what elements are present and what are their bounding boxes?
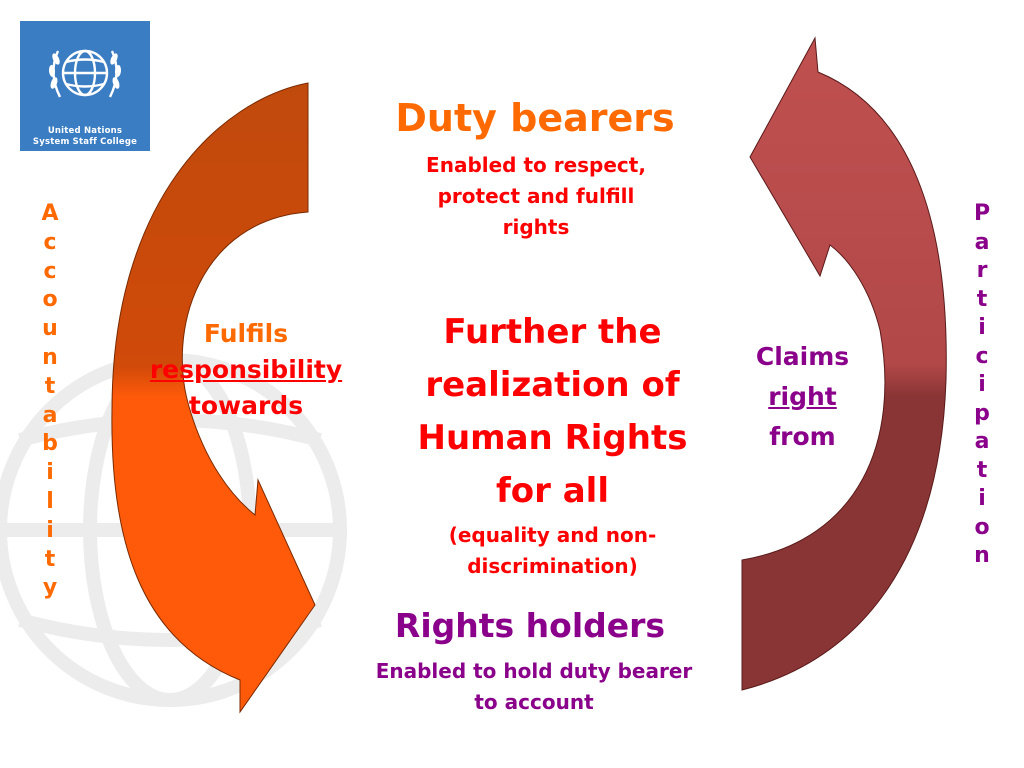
left-curved-arrow: [111, 82, 316, 714]
rights-holders-title: Rights holders: [394, 606, 666, 645]
participation-letter: p: [974, 400, 990, 426]
participation-letter: a: [974, 229, 990, 255]
accountability-letter: i: [46, 517, 54, 543]
accountability-letter: n: [42, 344, 58, 370]
central-subtitle-line: (equality and non-: [448, 523, 657, 547]
accountability-letter: c: [43, 229, 57, 255]
un-logo: United Nations System Staff College: [20, 21, 150, 151]
accountability-letter: o: [42, 287, 58, 313]
accountability-letter: a: [42, 402, 58, 428]
accountability-letter: y: [42, 575, 58, 601]
participation-letter: r: [976, 258, 988, 283]
participation-letter: t: [976, 457, 988, 483]
duty-subtitle-line: protect and fulfill: [437, 184, 635, 208]
participation-letter: n: [974, 543, 990, 568]
claims-right-label: Claims right from: [740, 337, 865, 457]
accountability-letter: i: [46, 460, 54, 486]
rights-subtitle-line: Enabled to hold duty bearer: [375, 659, 693, 683]
rights-holders-subtitle: Enabled to hold duty bearer to account: [348, 656, 720, 718]
central-goal-line: Further the: [443, 312, 662, 352]
central-goal-subtitle: (equality and non- discrimination): [410, 520, 695, 582]
accountability-letter: t: [44, 546, 56, 572]
fulfils-line2: responsibility: [149, 355, 343, 384]
participation-letter: i: [978, 486, 986, 511]
duty-bearers-title: Duty bearers: [395, 96, 675, 140]
participation-letter: a: [974, 429, 990, 454]
accountability-letter: A: [41, 201, 59, 226]
participation-letter: i: [978, 372, 986, 397]
central-goal-line: Human Rights: [417, 418, 688, 458]
right-curved-arrow: [741, 36, 947, 691]
fulfils-responsibility-label: Fulfils responsibility towards: [130, 316, 362, 424]
accountability-letter: b: [42, 431, 58, 457]
central-goal-line: realization of: [425, 365, 680, 405]
participation-letter: c: [975, 343, 989, 369]
logo-org-line1: United Nations: [47, 126, 123, 136]
accountability-letter: u: [42, 316, 58, 342]
fulfils-line3: towards: [188, 391, 304, 420]
fulfils-line1: Fulfils: [203, 319, 289, 348]
claims-line1: Claims: [755, 342, 850, 371]
participation-letter: i: [978, 315, 986, 340]
participation-letter: P: [973, 201, 991, 226]
un-emblem-icon: [48, 49, 122, 98]
duty-bearers-subtitle: Enabled to respect, protect and fulfill …: [400, 150, 672, 243]
rights-subtitle-line: to account: [474, 690, 594, 714]
claims-line3: from: [769, 422, 836, 451]
central-goal-title: Further the realization of Human Rights …: [380, 306, 725, 518]
accountability-letter: c: [43, 258, 57, 284]
logo-org-line2: System Staff College: [32, 137, 138, 147]
accountability-letter: t: [44, 373, 56, 399]
central-subtitle-line: discrimination): [467, 554, 638, 578]
claims-line2: right: [768, 382, 837, 411]
duty-subtitle-line: Enabled to respect,: [426, 153, 646, 177]
participation-letter: t: [976, 286, 988, 312]
duty-subtitle-line: rights: [502, 215, 570, 239]
participation-letter: o: [974, 514, 990, 540]
accountability-letter: l: [46, 488, 54, 514]
central-goal-line: for all: [495, 471, 609, 511]
